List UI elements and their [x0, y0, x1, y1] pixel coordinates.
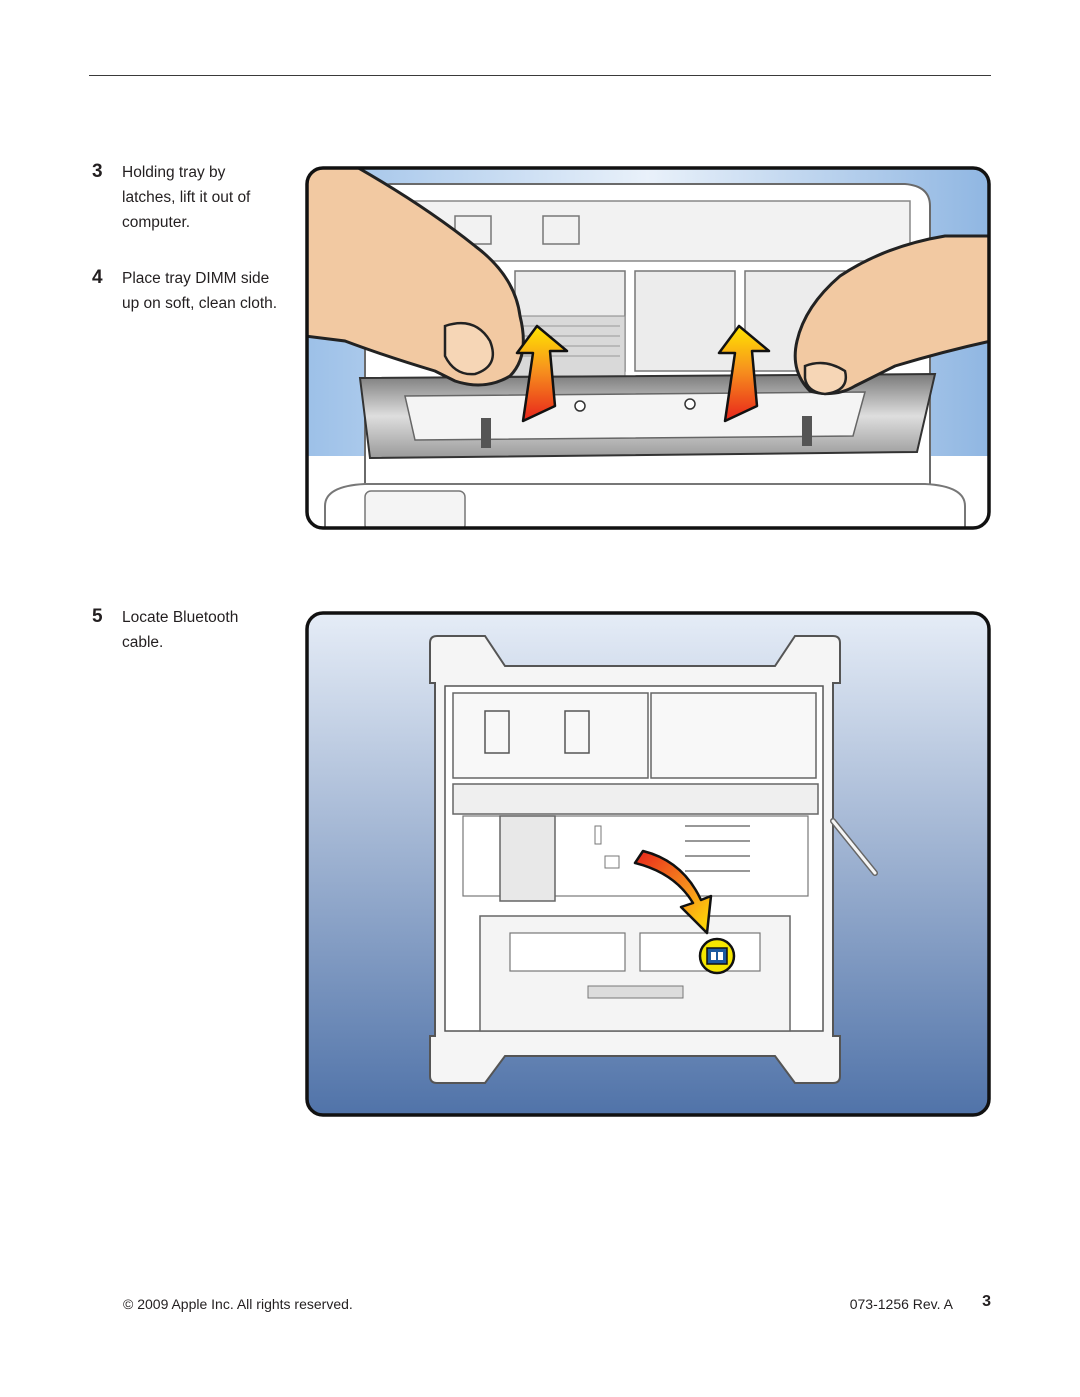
- step-text: Place tray DIMM side up on soft, clean c…: [122, 270, 278, 312]
- step-number: 5: [92, 606, 103, 627]
- step-text: Locate Bluetooth cable.: [122, 609, 239, 651]
- document-id: 073-1256 Rev. A: [849, 1296, 953, 1312]
- step-number: 3: [92, 161, 103, 182]
- up-arrow-icon: [717, 324, 771, 423]
- step-text: Holding tray by latches, lift it out of …: [122, 164, 251, 231]
- up-arrow-icon: [515, 324, 569, 423]
- bluetooth-connector-highlight: [698, 937, 736, 975]
- step-number: 4: [92, 267, 103, 288]
- curved-arrow-icon: [633, 849, 713, 935]
- figure-lift-tray: [305, 166, 991, 532]
- copyright: © 2009 Apple Inc. All rights reserved.: [123, 1296, 353, 1312]
- page-number: 3: [982, 1293, 991, 1310]
- figure-locate-bluetooth: [305, 611, 991, 1119]
- header-rule: [89, 75, 991, 76]
